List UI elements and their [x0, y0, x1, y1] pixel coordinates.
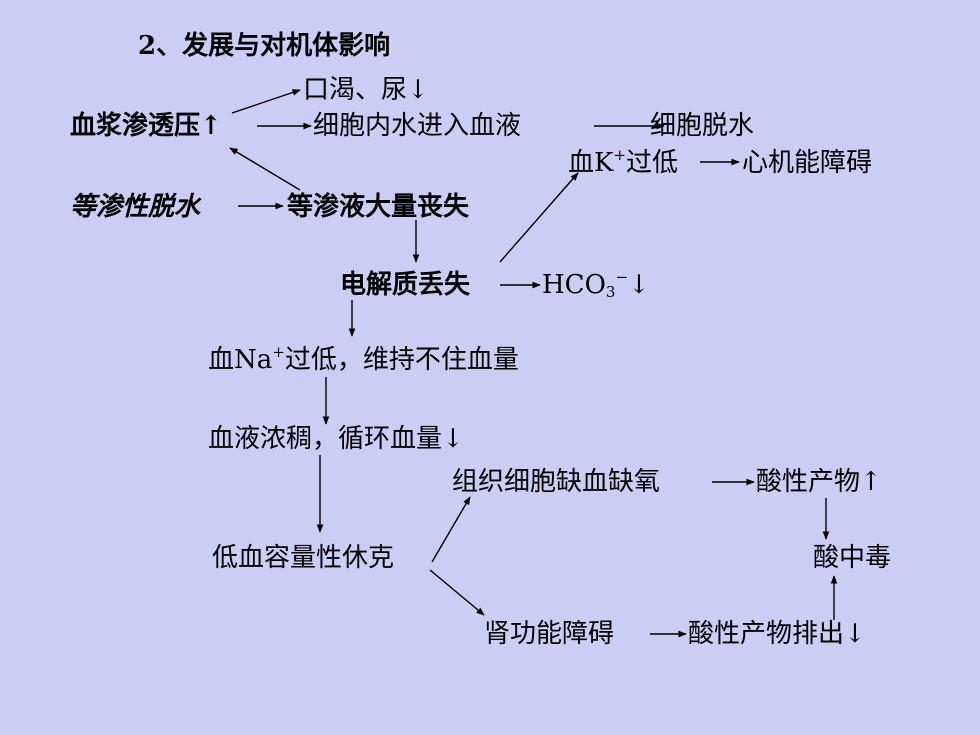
low-k-sup: +: [613, 146, 627, 164]
node-electrolyte-loss: 电解质丢失: [340, 270, 471, 300]
node-cell-dehydration: 细胞脱水: [650, 111, 755, 141]
node-plasma-osmotic-pressure: 血浆渗透压↑: [70, 111, 222, 141]
low-na-suffix: 过低，维持不住血量: [284, 345, 519, 375]
title: 2、发展与对机体影响: [138, 31, 391, 61]
arrow-shock-to-tissue-hypoxia: [431, 496, 471, 563]
node-low-potassium: 血K+过低: [568, 146, 679, 179]
low-k-suffix: 过低: [626, 148, 679, 178]
node-acid-excretion-down: 酸性产物排出↓: [688, 619, 866, 649]
node-intracellular-water: 细胞内水进入血液: [313, 111, 522, 141]
node-low-sodium: 血Na+过低，维持不住血量: [208, 343, 519, 376]
node-cardiac-dysfunction: 心机能障碍: [742, 148, 873, 178]
hco3-sup: −: [615, 268, 629, 286]
node-thirst: 口渴、尿↓: [303, 75, 429, 105]
arrow-isotonic-loss-to-osmo: [229, 147, 301, 191]
node-acidosis: 酸中毒: [813, 543, 892, 573]
node-blood-concentration: 血液浓稠，循环血量↓: [208, 424, 464, 454]
node-hypovolemic-shock: 低血容量性休克: [212, 543, 395, 573]
node-tissue-hypoxia: 组织细胞缺血缺氧: [452, 467, 661, 497]
hco3-suffix: ↓: [628, 270, 650, 300]
node-isotonic-dehydration: 等渗性脱水: [70, 192, 201, 222]
node-bicarbonate: HCO3−↓: [542, 268, 650, 301]
arrow-osmo-to-thirst: [231, 89, 301, 114]
low-na-sup: +: [272, 343, 285, 361]
low-na-prefix: 血Na: [208, 345, 273, 375]
node-isotonic-fluid-loss: 等渗液大量丧失: [287, 192, 470, 222]
node-renal-dysfunction: 肾功能障碍: [484, 619, 615, 649]
hco3-sub: 3: [605, 283, 616, 301]
node-acidic-products-up: 酸性产物↑: [756, 467, 882, 497]
arrow-electrolyte-to-low-k: [499, 172, 579, 263]
arrow-shock-to-renal: [429, 569, 485, 616]
hco3-prefix: HCO: [542, 270, 606, 300]
